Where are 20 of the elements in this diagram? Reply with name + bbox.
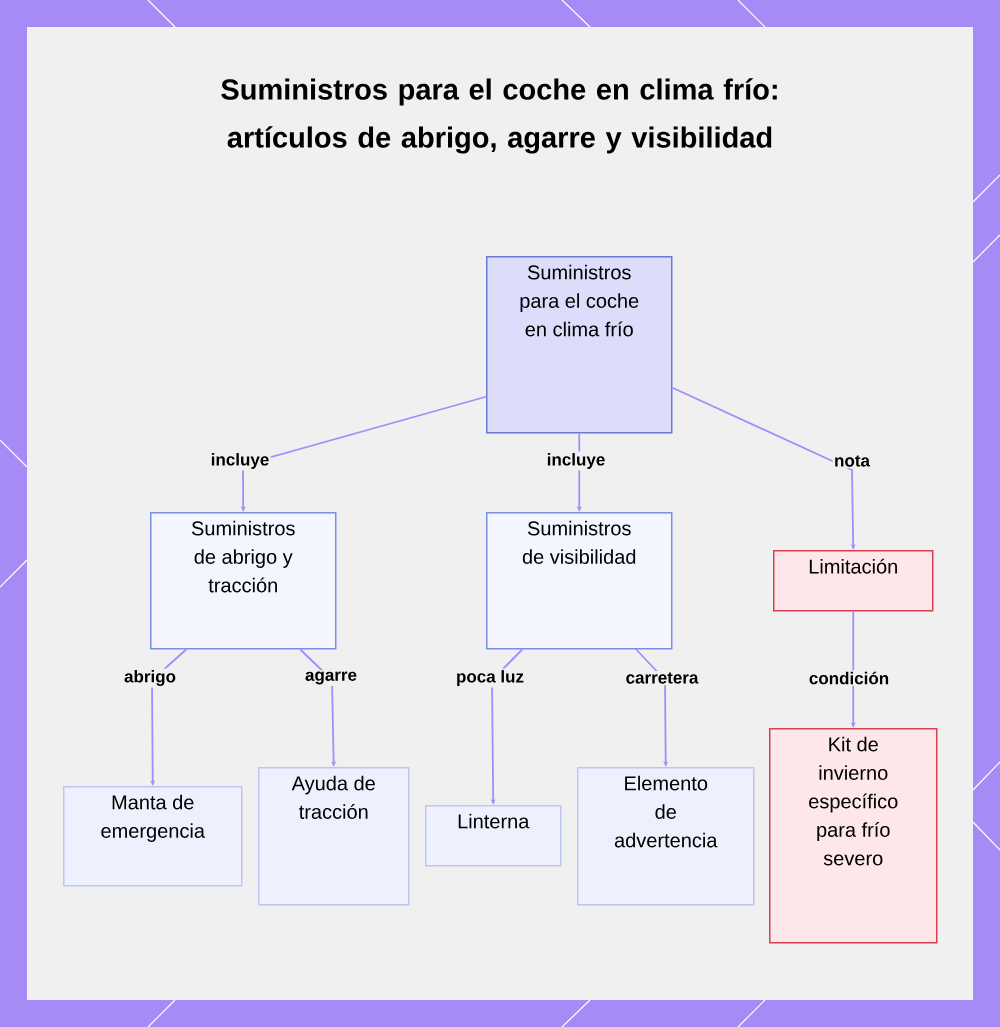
concept-box: Limitación	[773, 550, 934, 612]
concept-box: Suministros para el coche en clima frío	[486, 256, 673, 434]
edge-label: carretera	[626, 672, 699, 684]
concept-box: Kit de invierno específico para frío severo	[769, 728, 938, 944]
title: Suministros para el coche en clima frío: artículos de abrigo, agarre y visibilidad	[221, 78, 777, 154]
arrow	[635, 648, 669, 767]
arrow	[671, 386, 856, 550]
concept-box: Suministros de abrigo y tracción	[150, 512, 337, 650]
concept-box: Elemento de advertencia	[577, 767, 755, 906]
concept-box: Suministros de visibilidad	[486, 512, 673, 650]
edge-label: nota	[835, 455, 871, 467]
edge-label: condición	[809, 671, 889, 685]
edge-label: poca luz	[457, 670, 524, 686]
edge-label: abrigo	[124, 670, 176, 686]
edge-label: incluye	[211, 453, 269, 469]
edge-label: agarre	[305, 671, 357, 685]
concept-box: Manta de emergencia	[63, 786, 243, 887]
concept-box: Linterna	[425, 805, 562, 867]
concept-box: Ayuda de tracción	[258, 767, 410, 906]
edge-label: incluye	[547, 453, 605, 469]
